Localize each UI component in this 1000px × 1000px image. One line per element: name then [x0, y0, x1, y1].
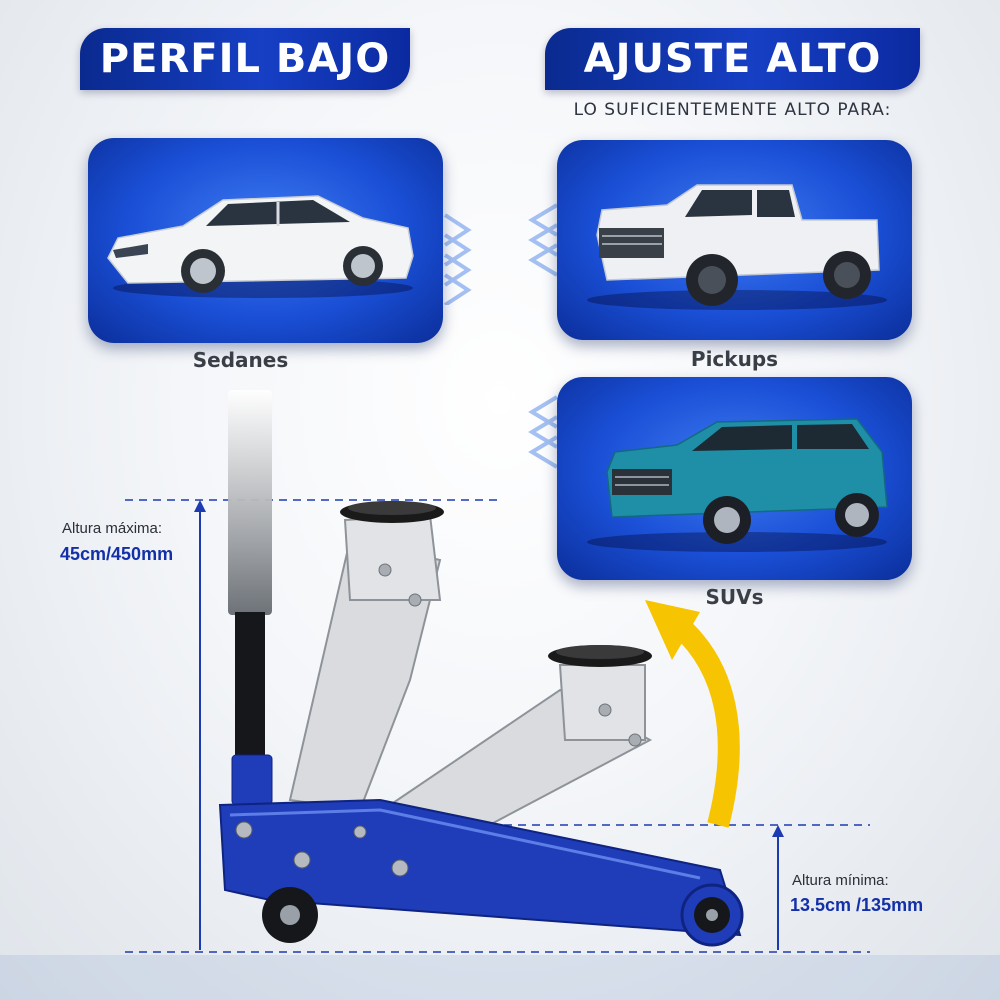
min-height-value: 13.5cm /135mm [790, 895, 924, 915]
pickup-label: Pickups [690, 347, 779, 371]
sedan-label: Sedanes [192, 348, 289, 372]
suv-image [587, 418, 888, 552]
suv-label: SUVs [705, 585, 764, 609]
ajuste-alto-banner: AJUSTE ALTO [545, 28, 920, 90]
max-height-value: 45cm/450mm [60, 544, 174, 564]
max-height-label: Altura máxima: [62, 520, 163, 537]
sedan-card [88, 138, 443, 343]
pickup-truck-image [587, 184, 887, 310]
ajuste-alto-subtitle: LO SUFICIENTEMENTE ALTO PARA: [573, 100, 892, 120]
perfil-bajo-title: PERFIL BAJO [99, 36, 391, 82]
pickup-card [557, 140, 912, 340]
chevrons-right-icon [443, 213, 472, 305]
chevrons-left-icon [528, 203, 559, 277]
min-height-label: Altura mínima: [792, 872, 889, 889]
sedan-car-image [107, 195, 414, 298]
suv-card [557, 377, 912, 580]
chevrons-left-icon-2 [528, 395, 559, 469]
perfil-bajo-banner: PERFIL BAJO [80, 28, 410, 90]
ajuste-alto-title: AJUSTE ALTO [583, 36, 882, 82]
